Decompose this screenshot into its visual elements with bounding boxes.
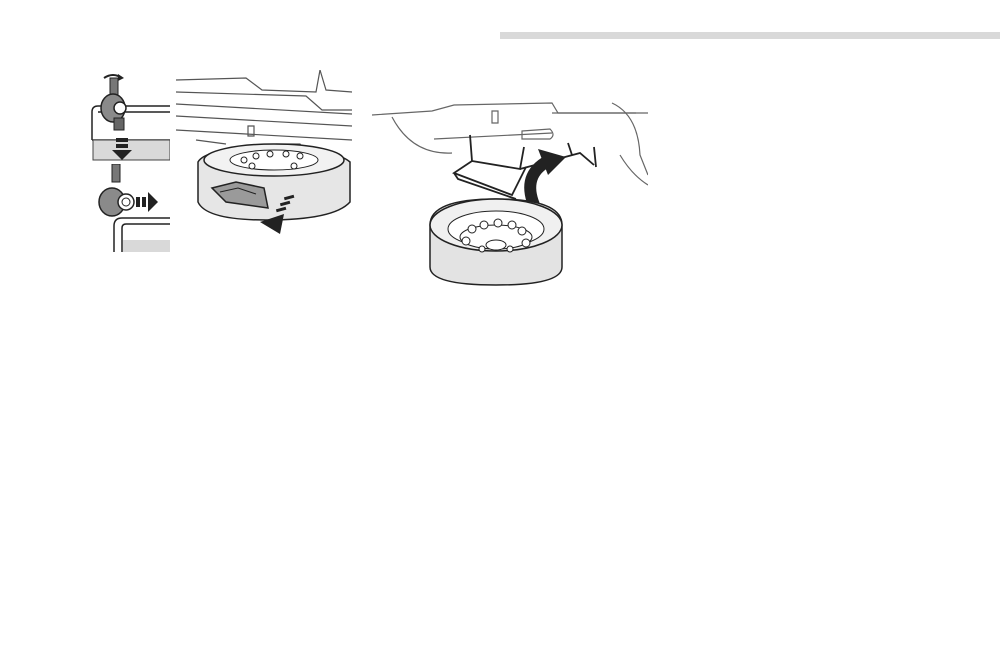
curved-arrow-icon — [524, 149, 566, 208]
hook-icon — [98, 164, 135, 217]
remove-wheel-from-cradle-illustration — [372, 95, 648, 287]
down-arrow-icon — [260, 194, 295, 234]
hook-release-step-1-illustration — [86, 70, 170, 164]
lower-spare-wheel-illustration — [176, 70, 352, 250]
hook-icon — [100, 74, 127, 131]
car-rear-icon — [176, 70, 352, 155]
car-rear-icon — [372, 102, 648, 186]
down-arrow-icon — [112, 138, 132, 160]
cradle-frame-icon — [113, 217, 170, 252]
cradle-icon — [452, 134, 597, 200]
cradle-bracket-icon — [210, 181, 269, 209]
spare-wheel-icon — [429, 198, 563, 286]
header-rule — [500, 32, 1000, 39]
hook-release-step-2-illustration — [86, 164, 170, 252]
pull-arrow-icon — [136, 192, 158, 212]
spare-wheel-icon — [197, 143, 351, 221]
